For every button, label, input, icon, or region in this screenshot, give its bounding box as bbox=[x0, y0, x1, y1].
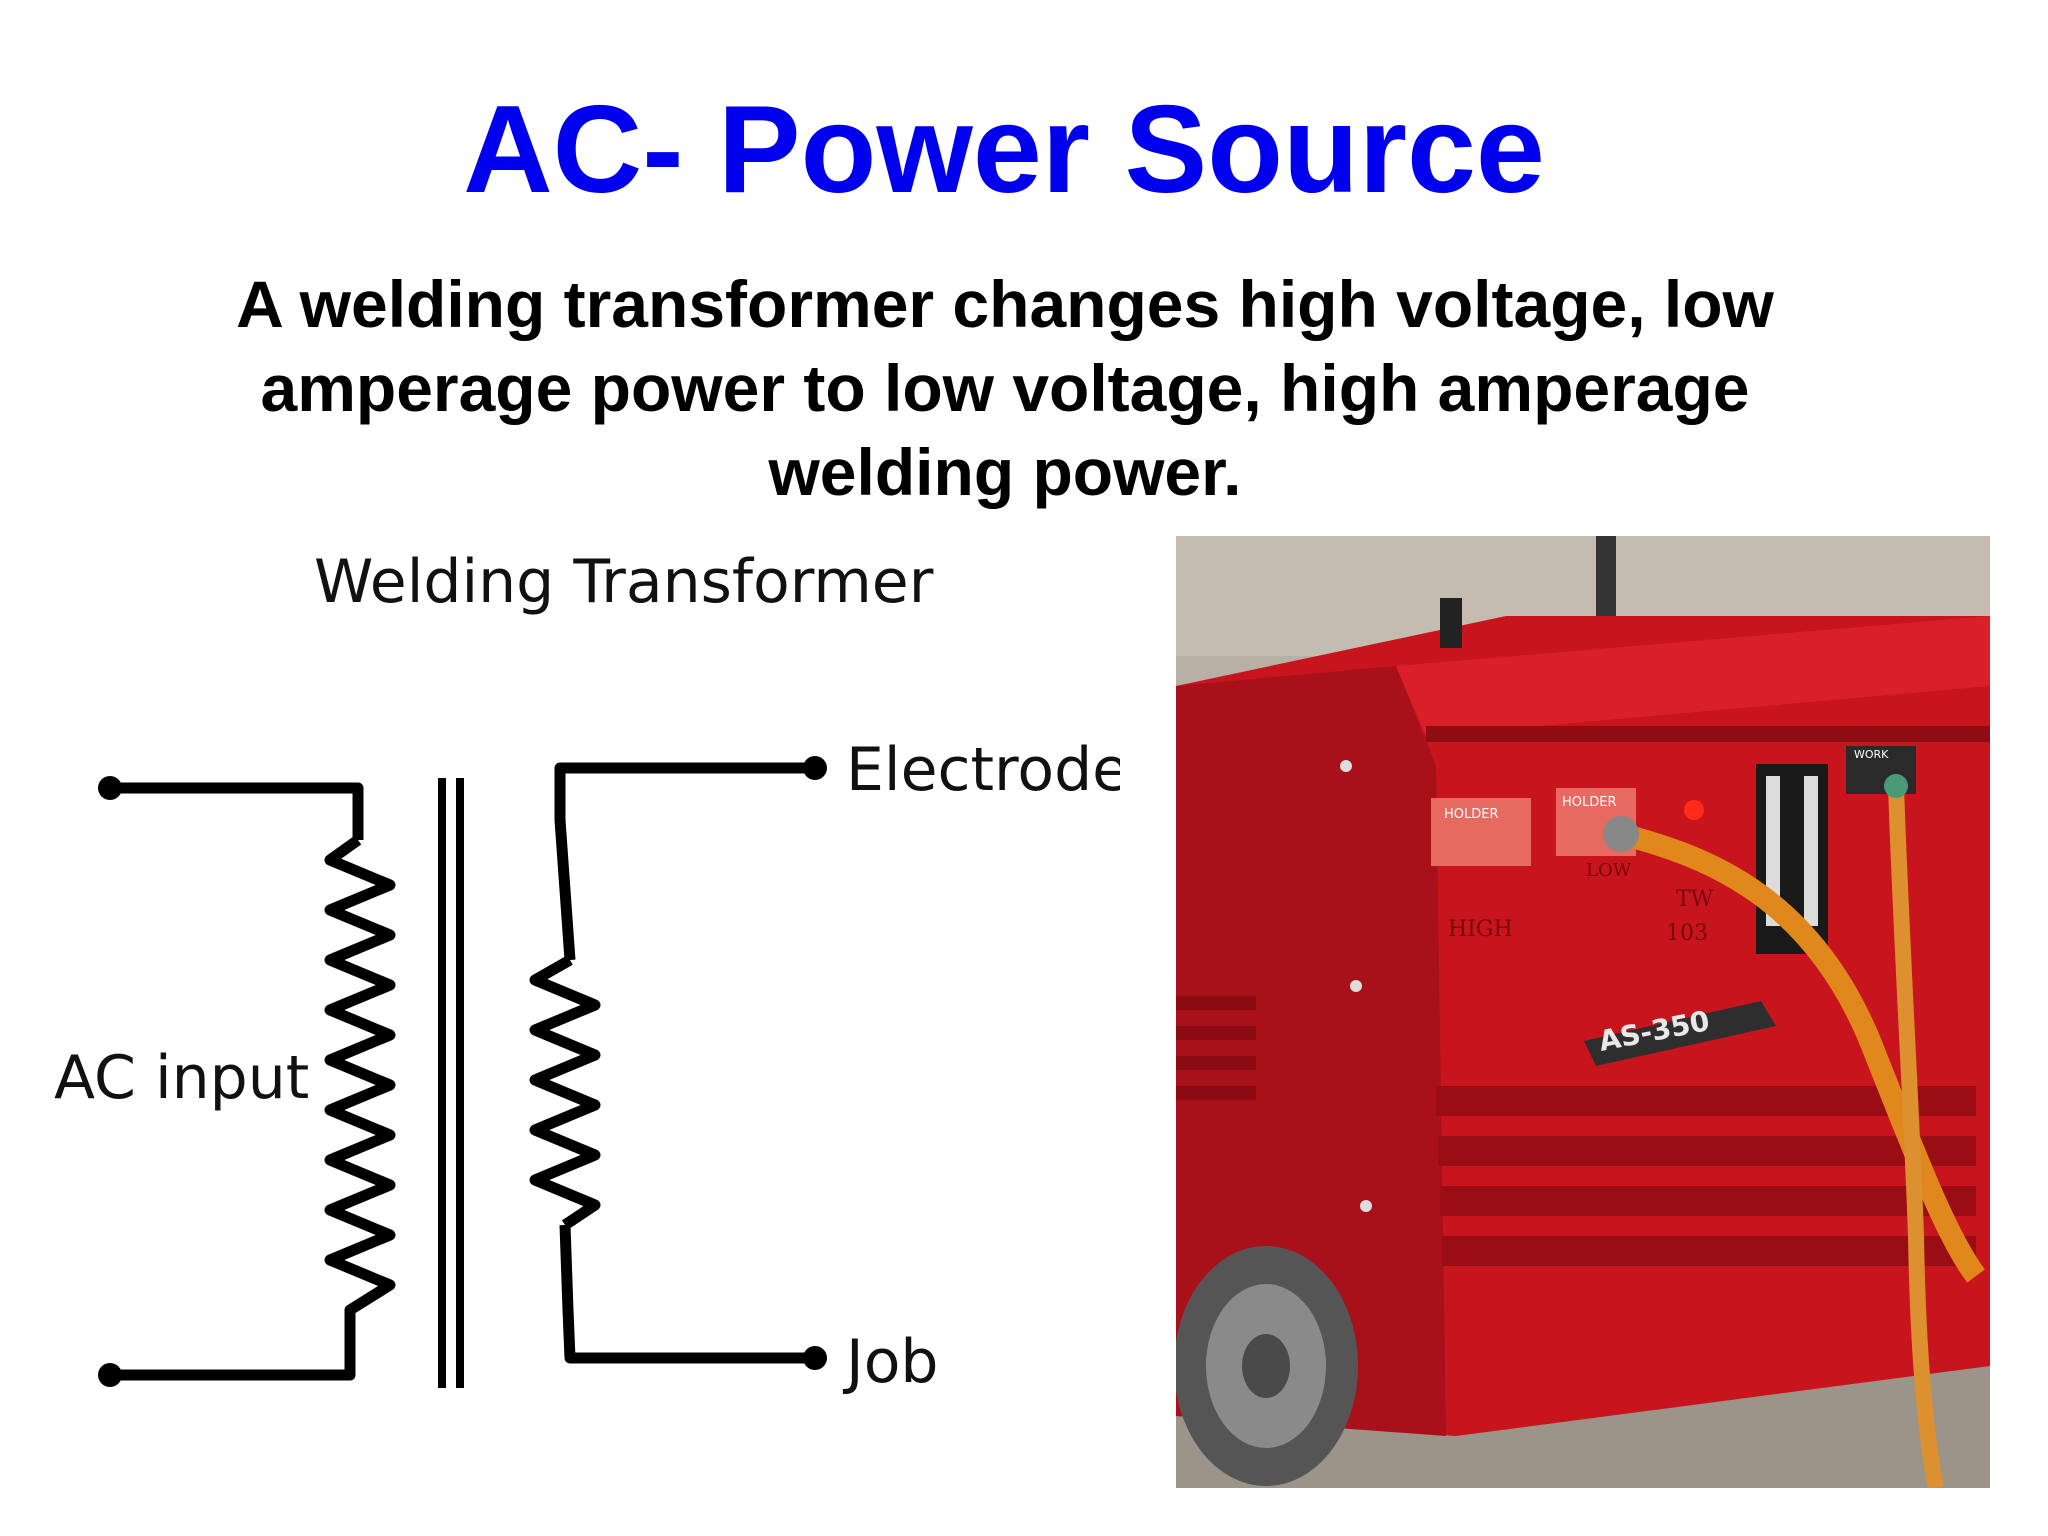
slide-title: AC- Power Source bbox=[463, 81, 1545, 219]
welding-machine-photo: HOLDER HOLDER LOW HIGH TW 103 WORK AS-35… bbox=[1176, 536, 1990, 1488]
svg-text:TW: TW bbox=[1676, 887, 1714, 912]
svg-text:HIGH: HIGH bbox=[1448, 917, 1513, 942]
primary-input-terminal-top bbox=[98, 776, 122, 800]
electrode-label: Electrode bbox=[846, 735, 1120, 805]
electrode-terminal bbox=[803, 756, 827, 780]
machine-wheel bbox=[1176, 1246, 1358, 1486]
svg-text:HOLDER: HOLDER bbox=[1444, 807, 1499, 822]
indicator-lamp bbox=[1684, 800, 1704, 820]
slide-body-text: A welding transformer changes high volta… bbox=[236, 267, 1774, 509]
job-label: Job bbox=[842, 1327, 939, 1397]
svg-text:LOW: LOW bbox=[1586, 860, 1632, 881]
job-terminal bbox=[803, 1346, 827, 1370]
svg-text:HOLDER: HOLDER bbox=[1562, 795, 1617, 810]
svg-text:WORK: WORK bbox=[1854, 748, 1889, 761]
secondary-winding bbox=[529, 762, 815, 1364]
primary-input-terminal-bottom bbox=[98, 1363, 122, 1387]
primary-winding bbox=[110, 782, 396, 1381]
ac-input-label: AC input bbox=[54, 1043, 309, 1113]
holder-cable bbox=[1618, 823, 1985, 1283]
vent-slats bbox=[1436, 1086, 1976, 1266]
svg-text:103: 103 bbox=[1666, 921, 1708, 946]
holder-socket-plate-1 bbox=[1431, 798, 1531, 866]
diagram-title: Welding Transformer bbox=[314, 547, 934, 617]
transformer-core bbox=[438, 778, 464, 1388]
work-cable bbox=[1888, 785, 1944, 1488]
transformer-diagram: Welding Transformer AC input Electrode J… bbox=[54, 547, 1120, 1397]
